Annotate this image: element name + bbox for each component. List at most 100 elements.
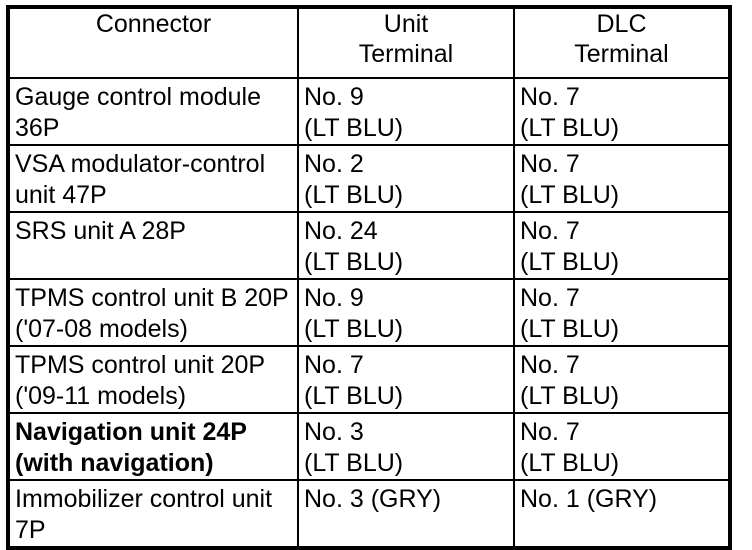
cell-connector-text: VSA modulator-control unit 47P bbox=[10, 146, 297, 211]
cell-connector-line-1: VSA modulator-control bbox=[15, 150, 266, 178]
cell-connector-line-1: Immobilizer control unit bbox=[15, 485, 273, 513]
cell-unit-terminal-text: No. 9 (LT BLU) bbox=[299, 79, 513, 144]
cell-unit-terminal-line-1: No. 2 bbox=[304, 150, 364, 178]
cell-dlc-terminal-line-1: No. 7 bbox=[520, 351, 580, 379]
cell-connector: TPMS control unit 20P ('09-11 models) bbox=[8, 346, 299, 414]
cell-dlc-terminal-line-1: No. 7 bbox=[520, 83, 580, 111]
cell-unit-terminal-text: No. 24 (LT BLU) bbox=[299, 213, 513, 278]
cell-unit-terminal: No. 7 (LT BLU) bbox=[298, 346, 515, 414]
column-header-connector-text: Connector bbox=[10, 9, 297, 39]
cell-dlc-terminal-line-1: No. 7 bbox=[520, 217, 580, 245]
table-row: Navigation unit 24P (with navigation) No… bbox=[8, 413, 730, 481]
cell-dlc-terminal-line-1: No. 7 bbox=[520, 284, 580, 312]
cell-unit-terminal-line-1: No. 9 bbox=[304, 83, 364, 111]
column-header-dlc-terminal-text: DLC Terminal bbox=[515, 9, 728, 69]
cell-unit-terminal: No. 3 (LT BLU) bbox=[298, 413, 515, 481]
cell-unit-terminal-line-2: (LT BLU) bbox=[304, 315, 404, 343]
column-header-unit-terminal-line-1: Unit bbox=[383, 10, 429, 38]
cell-connector: Gauge control module 36P bbox=[8, 78, 299, 146]
cell-unit-terminal-line-1: No. 9 bbox=[304, 284, 364, 312]
cell-unit-terminal-line-2: (LT BLU) bbox=[304, 248, 404, 276]
table-body: Gauge control module 36P No. 9 (LT BLU) … bbox=[8, 78, 730, 548]
cell-connector-line-2: ('09-11 models) bbox=[15, 382, 187, 410]
cell-connector-line-1: Gauge control module bbox=[15, 83, 261, 111]
cell-unit-terminal-line-2: (LT BLU) bbox=[304, 114, 404, 142]
cell-dlc-terminal-line-1: No. 7 bbox=[520, 418, 580, 446]
terminal-table-container: Connector Unit Terminal DLC Terminal bbox=[6, 5, 732, 550]
table-row: Immobilizer control unit 7P No. 3 (GRY) … bbox=[8, 480, 730, 548]
table-row: TPMS control unit B 20P ('07-08 models) … bbox=[8, 279, 730, 347]
cell-dlc-terminal-line-2: (LT BLU) bbox=[520, 248, 620, 276]
cell-connector-line-1: TPMS control unit 20P bbox=[15, 351, 266, 379]
cell-connector: VSA modulator-control unit 47P bbox=[8, 145, 299, 213]
cell-dlc-terminal-text: No. 7 (LT BLU) bbox=[515, 280, 728, 345]
cell-dlc-terminal: No. 7 (LT BLU) bbox=[514, 145, 730, 213]
table-header-row: Connector Unit Terminal DLC Terminal bbox=[8, 7, 730, 79]
cell-dlc-terminal-text: No. 7 (LT BLU) bbox=[515, 414, 728, 479]
cell-connector-line-1: Navigation unit 24P bbox=[15, 418, 247, 446]
cell-dlc-terminal: No. 7 (LT BLU) bbox=[514, 212, 730, 280]
cell-connector-text: Immobilizer control unit 7P bbox=[10, 481, 297, 546]
cell-unit-terminal-line-2: (LT BLU) bbox=[304, 181, 404, 209]
cell-unit-terminal-line-1: No. 24 bbox=[304, 217, 378, 245]
cell-connector-line-2: unit 47P bbox=[15, 181, 107, 209]
column-header-connector: Connector bbox=[8, 7, 299, 79]
cell-unit-terminal-line-1: No. 7 bbox=[304, 351, 364, 379]
cell-dlc-terminal-text: No. 7 (LT BLU) bbox=[515, 347, 728, 412]
cell-dlc-terminal-line-1: No. 7 bbox=[520, 150, 580, 178]
cell-connector-text: Navigation unit 24P (with navigation) bbox=[10, 414, 297, 479]
cell-unit-terminal-text: No. 2 (LT BLU) bbox=[299, 146, 513, 211]
cell-dlc-terminal-text: No. 7 (LT BLU) bbox=[515, 146, 728, 211]
cell-connector-line-2: (with navigation) bbox=[15, 449, 214, 477]
cell-unit-terminal: No. 24 (LT BLU) bbox=[298, 212, 515, 280]
column-header-unit-terminal: Unit Terminal bbox=[298, 7, 515, 79]
table-header: Connector Unit Terminal DLC Terminal bbox=[8, 7, 730, 79]
cell-connector-text: SRS unit A 28P bbox=[10, 213, 297, 247]
table-row: SRS unit A 28P No. 24 (LT BLU) No. 7 bbox=[8, 212, 730, 280]
column-header-unit-terminal-text: Unit Terminal bbox=[299, 9, 513, 69]
column-header-unit-terminal-line-2: Terminal bbox=[358, 40, 454, 68]
cell-connector-text: TPMS control unit B 20P ('07-08 models) bbox=[10, 280, 297, 345]
cell-connector-text: Gauge control module 36P bbox=[10, 79, 297, 144]
cell-dlc-terminal-text: No. 7 (LT BLU) bbox=[515, 79, 728, 144]
cell-dlc-terminal-line-2: (LT BLU) bbox=[520, 449, 620, 477]
column-header-dlc-terminal-line-1: DLC bbox=[596, 10, 647, 38]
cell-unit-terminal-text: No. 7 (LT BLU) bbox=[299, 347, 513, 412]
cell-dlc-terminal-text: No. 1 (GRY) bbox=[515, 481, 728, 515]
cell-dlc-terminal: No. 7 (LT BLU) bbox=[514, 279, 730, 347]
cell-unit-terminal-line-2: (LT BLU) bbox=[304, 449, 404, 477]
cell-unit-terminal-text: No. 9 (LT BLU) bbox=[299, 280, 513, 345]
cell-dlc-terminal-text: No. 7 (LT BLU) bbox=[515, 213, 728, 278]
cell-connector-line-2: ('07-08 models) bbox=[15, 315, 188, 343]
cell-dlc-terminal: No. 7 (LT BLU) bbox=[514, 413, 730, 481]
cell-dlc-terminal-line-2: (LT BLU) bbox=[520, 315, 620, 343]
connector-terminal-table: Connector Unit Terminal DLC Terminal bbox=[6, 5, 732, 550]
cell-connector-text: TPMS control unit 20P ('09-11 models) bbox=[10, 347, 297, 412]
cell-connector: Immobilizer control unit 7P bbox=[8, 480, 299, 548]
cell-unit-terminal: No. 2 (LT BLU) bbox=[298, 145, 515, 213]
cell-unit-terminal: No. 3 (GRY) bbox=[298, 480, 515, 548]
cell-dlc-terminal-line-2: (LT BLU) bbox=[520, 181, 620, 209]
cell-connector: TPMS control unit B 20P ('07-08 models) bbox=[8, 279, 299, 347]
column-header-dlc-terminal: DLC Terminal bbox=[514, 7, 730, 79]
cell-unit-terminal: No. 9 (LT BLU) bbox=[298, 279, 515, 347]
cell-dlc-terminal: No. 7 (LT BLU) bbox=[514, 78, 730, 146]
cell-connector: SRS unit A 28P bbox=[8, 212, 299, 280]
cell-unit-terminal: No. 9 (LT BLU) bbox=[298, 78, 515, 146]
table-row: Gauge control module 36P No. 9 (LT BLU) … bbox=[8, 78, 730, 146]
column-header-dlc-terminal-line-2: Terminal bbox=[574, 40, 669, 68]
column-header-connector-line-1: Connector bbox=[95, 10, 212, 38]
cell-unit-terminal-text: No. 3 (LT BLU) bbox=[299, 414, 513, 479]
cell-dlc-terminal: No. 7 (LT BLU) bbox=[514, 346, 730, 414]
cell-dlc-terminal-line-2: (LT BLU) bbox=[520, 382, 620, 410]
cell-dlc-terminal-line-2: (LT BLU) bbox=[520, 114, 620, 142]
cell-connector-line-2: 36P bbox=[15, 114, 60, 142]
cell-unit-terminal-line-2: (LT BLU) bbox=[304, 382, 404, 410]
cell-unit-terminal-text: No. 3 (GRY) bbox=[299, 481, 513, 515]
cell-connector-line-1: SRS unit A 28P bbox=[15, 217, 186, 245]
cell-unit-terminal-line-1: No. 3 (GRY) bbox=[304, 485, 442, 513]
table-row: VSA modulator-control unit 47P No. 2 (LT… bbox=[8, 145, 730, 213]
cell-unit-terminal-line-1: No. 3 bbox=[304, 418, 364, 446]
table-row: TPMS control unit 20P ('09-11 models) No… bbox=[8, 346, 730, 414]
